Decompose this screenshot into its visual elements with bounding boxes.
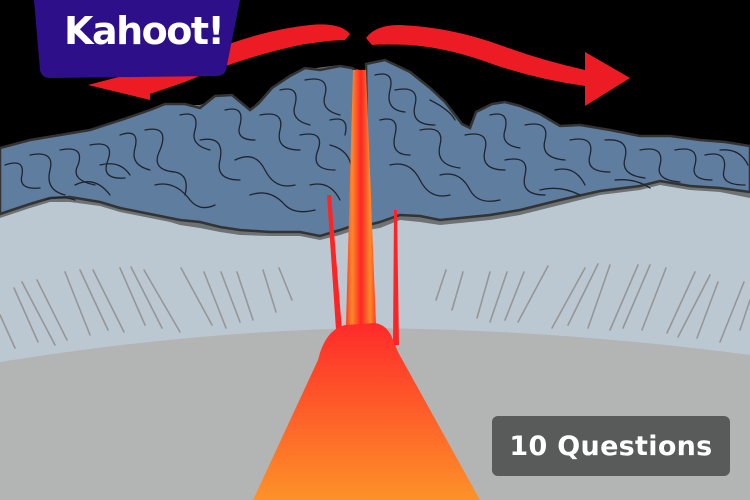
question-count-label: 10 Questions: [509, 430, 713, 462]
kahoot-logo-badge[interactable]: Kahoot!: [34, 0, 240, 78]
arrow-right-icon: [366, 25, 630, 106]
crust-texture-right: [374, 73, 749, 202]
question-count-badge: 10 Questions: [492, 416, 730, 476]
mantle-hatch-right: [435, 263, 750, 343]
crust-plate-right: [364, 58, 750, 227]
rift-column: [346, 70, 376, 325]
magma-plume: [253, 323, 480, 500]
crust-texture-left: [4, 78, 353, 213]
kahoot-logo: Kahoot!: [64, 9, 225, 53]
mantle-hatch-left: [0, 266, 293, 349]
badge-shape: [34, 0, 240, 78]
fissure-right: [393, 210, 399, 345]
fissure-left: [327, 195, 342, 330]
